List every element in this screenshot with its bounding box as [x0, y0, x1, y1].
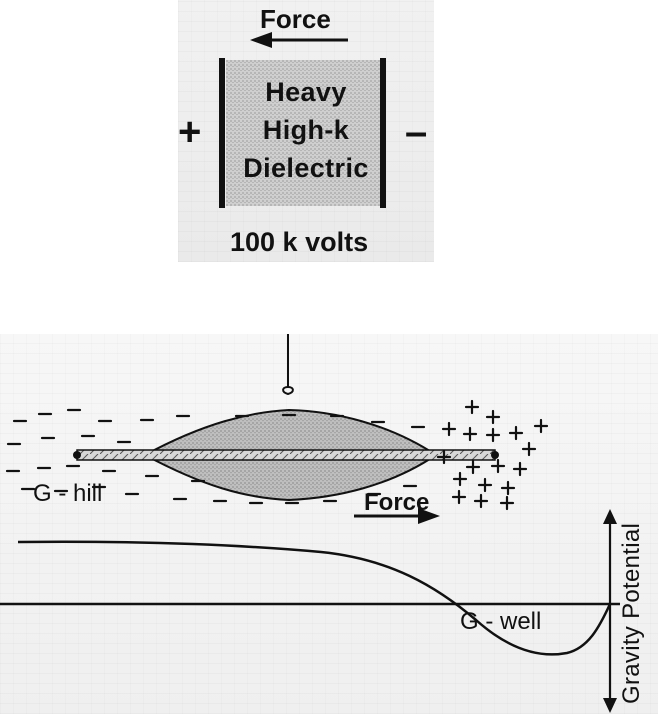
gravity-axis-head-top — [603, 509, 617, 524]
suspension-hook — [282, 386, 294, 396]
dielectric-block — [226, 60, 380, 206]
electrostatic-force-panel: Force + – Heavy High-k Dielectric 100 k … — [178, 0, 434, 262]
positive-sign: + — [178, 110, 202, 154]
capacitor-text-line-3: Dielectric — [243, 153, 369, 183]
gravity-drawing — [0, 334, 620, 713]
capacitor-text-line-1: Heavy — [265, 77, 347, 107]
capacitor-drawing — [219, 32, 386, 208]
negative-sign: – — [405, 110, 428, 154]
right-rod-end — [491, 451, 499, 459]
positive-charge-cluster — [436, 399, 549, 511]
g-hill-label: G - hill — [33, 480, 103, 507]
gravity-potential-curve — [17, 540, 612, 656]
right-plate — [380, 58, 386, 208]
gravity-axis-head-bottom — [603, 698, 617, 713]
gravity-potential-label: Gravity Potential — [618, 522, 645, 704]
negative-charge-cluster — [5, 408, 426, 505]
force-arrow-head-top — [250, 32, 272, 48]
left-plate — [219, 58, 225, 208]
capacitor-text: Heavy High-k Dielectric — [230, 73, 382, 187]
force-label-bottom: Force — [364, 489, 430, 516]
voltage-label: 100 k volts — [230, 227, 369, 257]
g-well-label: G - well — [460, 608, 542, 635]
force-arrow-head-bottom — [418, 508, 440, 524]
force-label-top: Force — [260, 4, 331, 34]
central-rod — [76, 449, 496, 461]
capacitor-text-line-2: High-k — [262, 115, 350, 145]
left-rod-end — [73, 451, 81, 459]
gravity-model-panel: Force G - hill G - well Gravity Potentia… — [0, 334, 658, 714]
